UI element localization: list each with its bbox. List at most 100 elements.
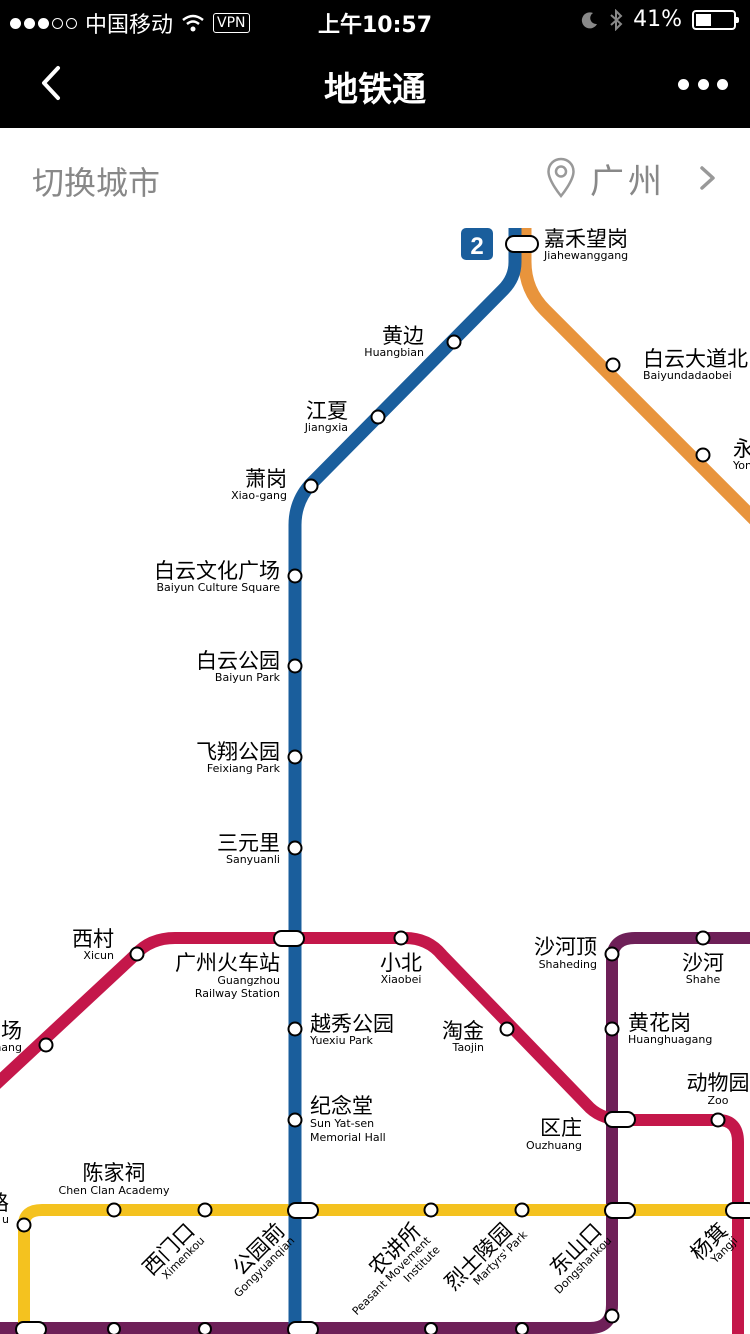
line-2-badge bbox=[461, 228, 493, 260]
bluetooth-icon bbox=[610, 8, 623, 31]
station-dot-shaheding[interactable] bbox=[604, 946, 620, 962]
station-label: 越秀公园 bbox=[310, 1012, 394, 1036]
station-dot-sanyuanli[interactable] bbox=[287, 840, 303, 856]
station-dot-b1[interactable] bbox=[107, 1322, 121, 1334]
station-dot-xiaobei[interactable] bbox=[393, 930, 409, 946]
station-label: 飞翔公园 bbox=[196, 740, 280, 764]
station-label: 黄边 bbox=[382, 324, 424, 348]
station-label-en: Huangbian bbox=[364, 346, 424, 359]
transfer-station-bottom-mid[interactable] bbox=[287, 1321, 319, 1334]
station-dot-lieshilingyuan[interactable] bbox=[514, 1202, 530, 1218]
station-label-en: Chen Clan Academy bbox=[59, 1184, 170, 1197]
station-dot-feixiang-park[interactable] bbox=[287, 749, 303, 765]
station-dot-jiangxia[interactable] bbox=[370, 409, 386, 425]
station-label-en: Taojin bbox=[452, 1041, 484, 1054]
back-button[interactable] bbox=[30, 58, 80, 108]
current-city-selector[interactable]: 广州 bbox=[546, 150, 720, 206]
station-label: 沙河 bbox=[682, 951, 724, 975]
battery-percent: 41% bbox=[633, 7, 682, 32]
station-label-en: Huanghuagang bbox=[628, 1033, 712, 1046]
line-6-track bbox=[0, 932, 750, 1334]
station-label: 动物园 bbox=[687, 1071, 750, 1095]
transfer-station-jiahewanggang[interactable] bbox=[505, 235, 539, 253]
line-3-track bbox=[518, 220, 750, 525]
station-label-en: Sun Yat-sen bbox=[310, 1117, 374, 1130]
station-label-en: Baiyun Culture Square bbox=[156, 581, 280, 594]
station-label-en: Baiyun Park bbox=[215, 671, 281, 684]
station-dot-b3[interactable] bbox=[424, 1322, 438, 1334]
station-label-en: Baiyundadaobei bbox=[643, 369, 732, 382]
line-2-track bbox=[288, 220, 522, 1334]
more-options-button[interactable] bbox=[678, 62, 728, 106]
transfer-station-bottom-left[interactable] bbox=[15, 1321, 47, 1334]
transfer-station-dongshankou[interactable] bbox=[604, 1202, 636, 1219]
signal-strength-icon bbox=[10, 17, 77, 29]
switch-city-label: 切换城市 bbox=[32, 164, 161, 202]
station-label-en: Memorial Hall bbox=[310, 1131, 386, 1144]
station-dot-chang[interactable] bbox=[38, 1037, 54, 1053]
wifi-icon bbox=[182, 14, 204, 32]
station-dot-chenjiaci[interactable] bbox=[106, 1202, 122, 1218]
station-dot-nongjiangsuo[interactable] bbox=[423, 1202, 439, 1218]
station-dot-zoo[interactable] bbox=[710, 1112, 726, 1128]
station-dot-taojin[interactable] bbox=[499, 1021, 515, 1037]
station-label: 路 bbox=[0, 1191, 9, 1215]
transfer-station-yangji[interactable] bbox=[725, 1202, 750, 1219]
station-label-en: Jiahewanggang bbox=[543, 249, 628, 262]
station-dot-huangbian[interactable] bbox=[446, 334, 462, 350]
station-dot-yuexiu[interactable] bbox=[287, 1021, 303, 1037]
location-pin-icon bbox=[547, 157, 575, 198]
station-label-en: Yuexiu Park bbox=[309, 1034, 373, 1047]
current-city-name: 广州 bbox=[590, 161, 666, 202]
station-dot-xiaogang[interactable] bbox=[303, 478, 319, 494]
station-dot-baiyundadaobei[interactable] bbox=[605, 357, 621, 373]
station-dot-b4[interactable] bbox=[515, 1322, 529, 1334]
station-label: 区庄 bbox=[540, 1116, 582, 1140]
station-dot-yong[interactable] bbox=[695, 447, 711, 463]
transfer-station-railway[interactable] bbox=[273, 930, 305, 947]
transfer-station-gongyuanqian[interactable] bbox=[287, 1202, 319, 1219]
station-label: 黄花岗 bbox=[628, 1011, 691, 1035]
nav-bar: 地铁通 bbox=[0, 40, 750, 128]
station-label-en: Shahe bbox=[686, 973, 721, 986]
station-label: 永 bbox=[733, 437, 750, 461]
station-label: 淘金 bbox=[442, 1019, 484, 1043]
station-label-en: Xicun bbox=[83, 949, 114, 962]
station-label-en: Feixiang Park bbox=[207, 762, 281, 775]
station-dot-line6-bottom[interactable] bbox=[604, 1308, 620, 1324]
station-label-en: Guangzhou bbox=[217, 974, 280, 987]
vpn-badge: VPN bbox=[213, 13, 250, 33]
station-dot-b2[interactable] bbox=[198, 1322, 212, 1334]
transfer-station-ouzhuang[interactable] bbox=[604, 1111, 636, 1128]
station-label-en: hang bbox=[0, 1041, 22, 1054]
station-label: 白云公园 bbox=[196, 649, 280, 673]
moon-icon bbox=[581, 11, 598, 28]
status-right: 41% bbox=[581, 7, 739, 32]
metro-map[interactable]: 2 嘉禾望岗 bbox=[0, 200, 750, 1334]
station-dot-lu[interactable] bbox=[16, 1217, 32, 1233]
station-dot-xicun[interactable] bbox=[129, 946, 145, 962]
station-dot-shahe[interactable] bbox=[695, 930, 711, 946]
battery-icon bbox=[692, 9, 739, 30]
station-label: 场 bbox=[1, 1019, 22, 1043]
station-label: 三元里 bbox=[217, 831, 280, 855]
station-label-en: Railway Station bbox=[195, 987, 280, 1000]
station-label-en: Jiangxia bbox=[304, 421, 348, 434]
chevron-right-icon bbox=[700, 166, 715, 190]
status-left: 中国移动 VPN bbox=[10, 7, 250, 39]
station-label: 沙河顶 bbox=[534, 935, 597, 959]
status-time: 上午10:57 bbox=[317, 13, 433, 38]
station-dot-baiyun-culture[interactable] bbox=[287, 568, 303, 584]
station-label-en: Xiao-gang bbox=[231, 489, 287, 502]
station-label: 嘉禾望岗 bbox=[544, 227, 628, 251]
carrier-name: 中国移动 bbox=[85, 13, 174, 38]
station-dot-jiniantang[interactable] bbox=[287, 1112, 303, 1128]
station-dot-baiyun-park[interactable] bbox=[287, 658, 303, 674]
station-label: 纪念堂 bbox=[310, 1094, 373, 1118]
station-dot-ximenkou[interactable] bbox=[197, 1202, 213, 1218]
station-dot-huanghuagang[interactable] bbox=[604, 1021, 620, 1037]
status-bar: 中国移动 VPN 上午10:57 41% bbox=[0, 0, 750, 40]
station-label-en: u bbox=[2, 1213, 9, 1226]
city-switch-bar[interactable]: 切换城市 广州 bbox=[0, 128, 750, 228]
station-label: 江夏 bbox=[306, 399, 348, 423]
